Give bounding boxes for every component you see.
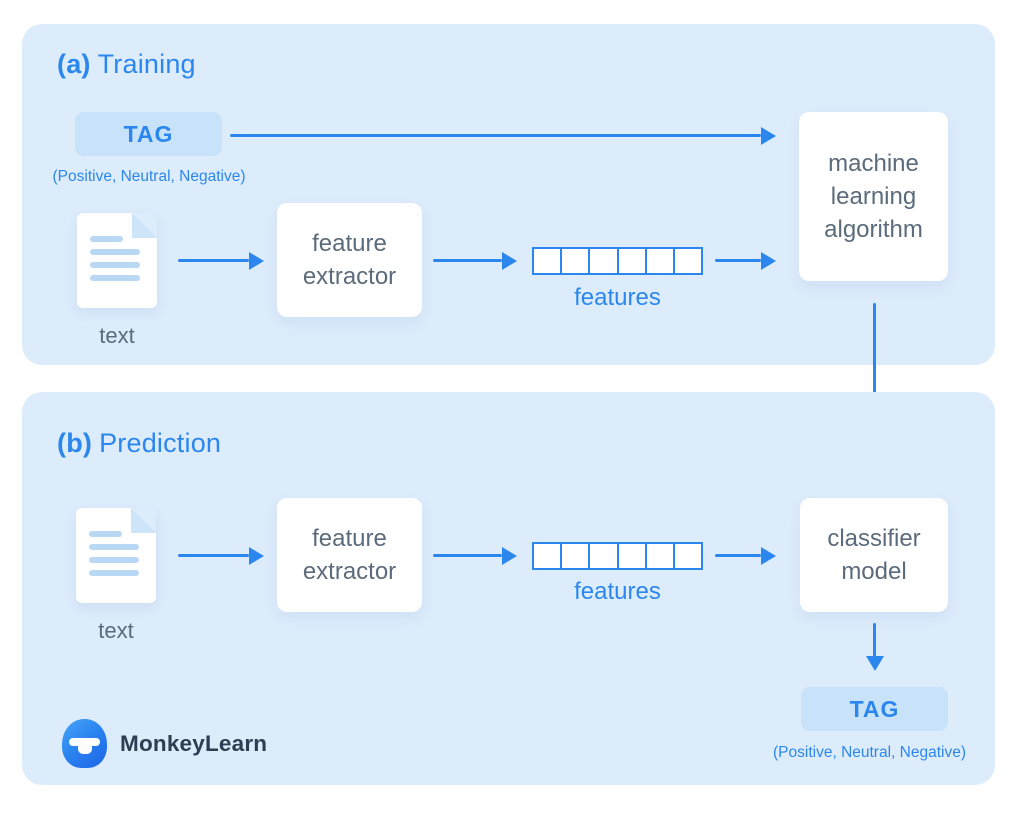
training-tag-chip: TAG <box>75 112 222 156</box>
feature-cell <box>562 249 591 273</box>
feature-cell <box>562 544 591 568</box>
arrow-algorithm-to-model <box>873 303 876 452</box>
feature-cell <box>619 544 647 568</box>
prediction-heading-label: Prediction <box>99 428 222 458</box>
document-line <box>89 544 139 550</box>
training-heading-label: Training <box>97 49 196 79</box>
document-line <box>89 531 122 537</box>
document-line <box>89 557 139 563</box>
training-heading: (a)Training <box>57 49 196 80</box>
document-line <box>90 262 140 268</box>
document-line <box>90 236 123 242</box>
arrow-text-to-extractor <box>178 259 249 262</box>
feature-cell <box>675 544 701 568</box>
prediction-features-vector <box>532 542 703 570</box>
feature-cell <box>647 544 675 568</box>
feature-cell <box>590 249 619 273</box>
document-line <box>90 249 140 255</box>
monkeylearn-logo: MonkeyLearn <box>62 719 267 768</box>
monkey-muzzle <box>77 745 92 754</box>
arrow-tag-to-algorithm <box>230 134 761 137</box>
prediction-tag-chip: TAG <box>801 687 948 731</box>
prediction-features-label: features <box>574 578 661 605</box>
training-heading-prefix: (a) <box>57 49 91 79</box>
arrow-extractor-to-features <box>433 259 502 262</box>
training-document-icon <box>77 213 157 308</box>
training-features-vector <box>532 247 703 275</box>
classifier-model-box: classifier model <box>800 498 948 612</box>
document-line <box>89 570 139 576</box>
prediction-tag-values: (Positive, Neutral, Negative) <box>773 744 966 761</box>
monkeylearn-monkey-icon <box>62 719 107 768</box>
feature-cell <box>619 249 647 273</box>
feature-cell <box>675 249 701 273</box>
monkey-visor <box>69 738 100 746</box>
feature-cell <box>590 544 619 568</box>
arrow-extractor-to-features <box>433 554 502 557</box>
prediction-heading: (b)Prediction <box>57 428 221 459</box>
prediction-text-label: text <box>98 618 134 643</box>
feature-cell <box>534 249 563 273</box>
feature-cell <box>647 249 675 273</box>
training-panel: (a)Training TAG (Positive, Neutral, Nega… <box>22 24 995 365</box>
prediction-heading-prefix: (b) <box>57 428 93 458</box>
arrow-features-to-algorithm <box>715 259 761 262</box>
training-tag-values: (Positive, Neutral, Negative) <box>52 168 246 185</box>
training-features-label: features <box>574 284 661 311</box>
arrow-model-to-tag <box>873 623 876 657</box>
arrow-text-to-extractor <box>178 554 249 557</box>
arrow-features-to-model <box>715 554 761 557</box>
training-text-label: text <box>99 323 135 348</box>
machine-learning-algorithm-box: machine learning algorithm <box>799 112 948 281</box>
monkeylearn-brand-text: MonkeyLearn <box>120 730 268 756</box>
document-line <box>90 275 140 281</box>
feature-cell <box>534 544 563 568</box>
prediction-document-icon <box>76 508 156 603</box>
prediction-feature-extractor-box: feature extractor <box>277 498 422 612</box>
training-feature-extractor-box: feature extractor <box>277 203 422 317</box>
prediction-panel: (b)Prediction text feature extractor fea… <box>22 392 995 785</box>
